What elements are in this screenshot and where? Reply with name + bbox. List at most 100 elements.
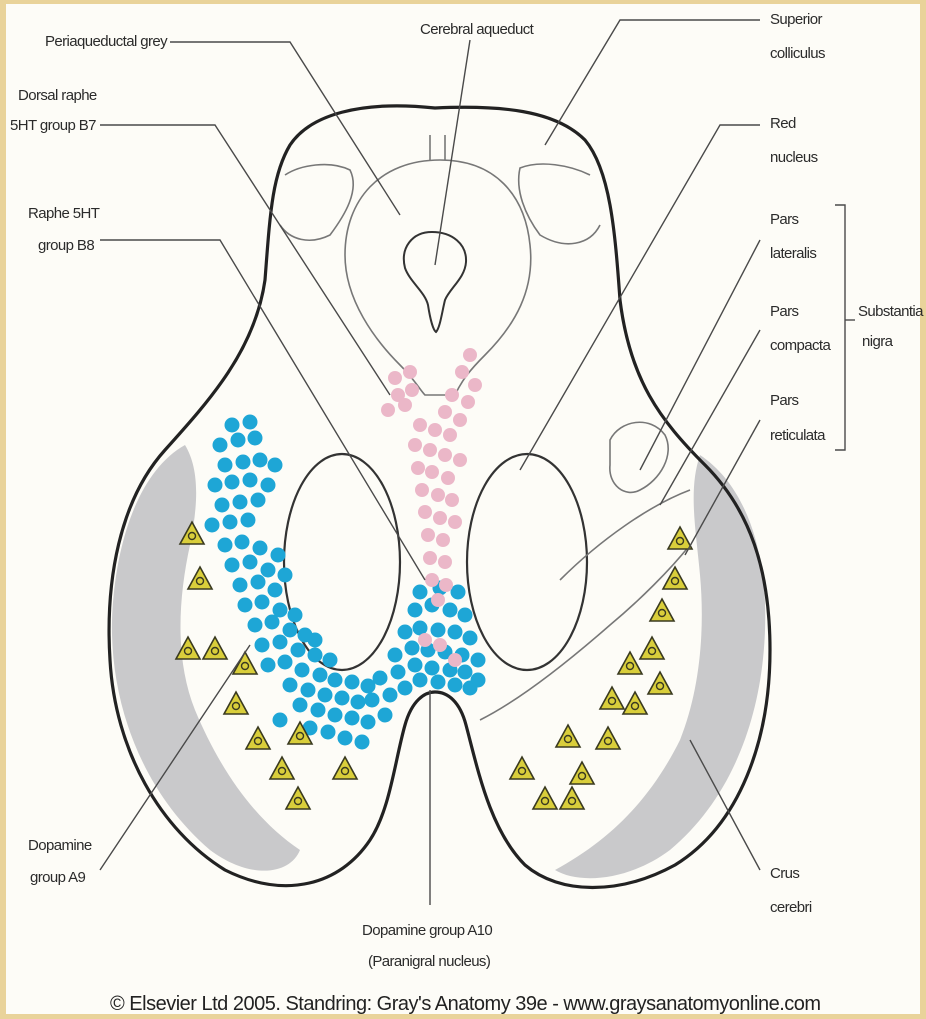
dopamine-cell-dot	[268, 583, 283, 598]
dopamine-cell-dot	[321, 725, 336, 740]
dopamine-cell-dot	[291, 643, 306, 658]
raphe-cell-dot	[431, 488, 445, 502]
dopamine-cell-dot	[313, 668, 328, 683]
raphe-cell-dot	[453, 413, 467, 427]
raphe-cell-dot	[468, 378, 482, 392]
dopamine-cell-dot	[278, 655, 293, 670]
dopamine-cell-dot	[361, 715, 376, 730]
dopamine-cell-dot	[398, 681, 413, 696]
dopamine-cell-dot	[253, 453, 268, 468]
dopamine-cell-dot	[458, 665, 473, 680]
dopamine-cell-dot	[338, 731, 353, 746]
dopamine-cell-dot	[458, 608, 473, 623]
raphe-cell-dot	[423, 443, 437, 457]
label-red-nucleus-line2: nucleus	[770, 149, 818, 166]
dopamine-cell-dot	[225, 418, 240, 433]
dopamine-cell-dot	[405, 641, 420, 656]
dopamine-cell-dot	[236, 455, 251, 470]
dopamine-cell-dot	[463, 631, 478, 646]
raphe-cell-dot	[398, 398, 412, 412]
raphe-cell-dot	[436, 533, 450, 547]
raphe-cell-dot	[418, 633, 432, 647]
dopamine-cell-dot	[215, 498, 230, 513]
dopamine-cell-dot	[273, 713, 288, 728]
label-red-nucleus-line1: Red	[770, 115, 796, 132]
dopamine-cell-dot	[233, 578, 248, 593]
dopamine-cell-dot	[208, 478, 223, 493]
label-dopamine-a9-line2: group A9	[30, 869, 86, 886]
raphe-cell-dot	[441, 471, 455, 485]
dopamine-cell-dot	[265, 615, 280, 630]
raphe-cell-dot	[448, 515, 462, 529]
dopamine-cell-dot	[361, 679, 376, 694]
raphe-cell-dot	[443, 428, 457, 442]
raphe-cell-dot	[461, 395, 475, 409]
dopamine-cell-dot	[398, 625, 413, 640]
raphe-cell-dot	[448, 653, 462, 667]
dopamine-cell-dot	[268, 458, 283, 473]
dopamine-cell-dot	[345, 711, 360, 726]
dopamine-cell-dot	[383, 688, 398, 703]
label-dopamine-a10-line1: Dopamine group A10	[362, 922, 492, 939]
dopamine-cell-dot	[253, 541, 268, 556]
dopamine-cell-dot	[408, 603, 423, 618]
red-nucleus-right	[467, 454, 587, 670]
dopamine-cell-dot	[241, 513, 256, 528]
dopamine-cell-dot	[328, 673, 343, 688]
dopamine-cell-dot	[365, 693, 380, 708]
label-crus-cerebri-line1: Crus	[770, 865, 799, 882]
dopamine-cell-dot	[295, 663, 310, 678]
label-pars-lateralis-line1: Pars	[770, 211, 799, 228]
dopamine-cell-dot	[311, 703, 326, 718]
dopamine-cell-dot	[413, 585, 428, 600]
dopamine-cell-dot	[328, 708, 343, 723]
label-dorsal-raphe-line2: 5HT group B7	[10, 117, 96, 134]
raphe-cell-dot	[453, 453, 467, 467]
dopamine-cell-dot	[448, 625, 463, 640]
dopamine-cell-dot	[251, 575, 266, 590]
dopamine-cell-dot	[223, 515, 238, 530]
raphe-cell-dot	[428, 423, 442, 437]
label-dopamine-a9-line1: Dopamine	[28, 837, 92, 854]
dopamine-cell-dot	[388, 648, 403, 663]
label-pars-compacta-line2: compacta	[770, 337, 831, 354]
dopamine-cell-dot	[243, 473, 258, 488]
dopamine-cell-dot	[443, 603, 458, 618]
dopamine-cell-dot	[431, 675, 446, 690]
raphe-cell-dot	[433, 638, 447, 652]
dopamine-cell-dot	[225, 558, 240, 573]
dopamine-cell-dot	[231, 433, 246, 448]
dopamine-cell-dot	[301, 683, 316, 698]
dopamine-cell-dot	[255, 595, 270, 610]
dopamine-cell-dot	[283, 678, 298, 693]
dopamine-cell-dot	[273, 635, 288, 650]
raphe-cell-dot	[445, 493, 459, 507]
label-pars-compacta-line1: Pars	[770, 303, 799, 320]
dopamine-cell-dot	[261, 563, 276, 578]
label-pars-lateralis-line2: lateralis	[770, 245, 816, 262]
raphe-cell-dot	[423, 551, 437, 565]
dopamine-cell-dot	[238, 598, 253, 613]
label-pars-reticulata-line2: reticulata	[770, 427, 826, 444]
dopamine-cell-dot	[255, 638, 270, 653]
dopamine-cell-dot	[351, 695, 366, 710]
dopamine-cell-dot	[345, 675, 360, 690]
raphe-cell-dot	[381, 403, 395, 417]
raphe-cell-dot	[421, 528, 435, 542]
dopamine-cell-dot	[448, 678, 463, 693]
copyright-credit: © Elsevier Ltd 2005. Standring: Gray's A…	[110, 993, 821, 1015]
label-substantia-nigra-line1: Substantia	[858, 303, 924, 320]
dopamine-cell-dot	[413, 673, 428, 688]
label-periaqueductal-grey: Periaqueductal grey	[45, 33, 168, 50]
raphe-cell-dot	[439, 578, 453, 592]
label-cerebral-aqueduct: Cerebral aqueduct	[420, 21, 535, 38]
dopamine-cell-dot	[248, 431, 263, 446]
label-crus-cerebri-line2: cerebri	[770, 899, 812, 916]
dopamine-cell-dot	[235, 535, 250, 550]
dopamine-cell-dot	[261, 658, 276, 673]
dopamine-cell-dot	[471, 653, 486, 668]
raphe-cell-dot	[438, 555, 452, 569]
raphe-cell-dot	[405, 383, 419, 397]
dopamine-cell-dot	[323, 653, 338, 668]
